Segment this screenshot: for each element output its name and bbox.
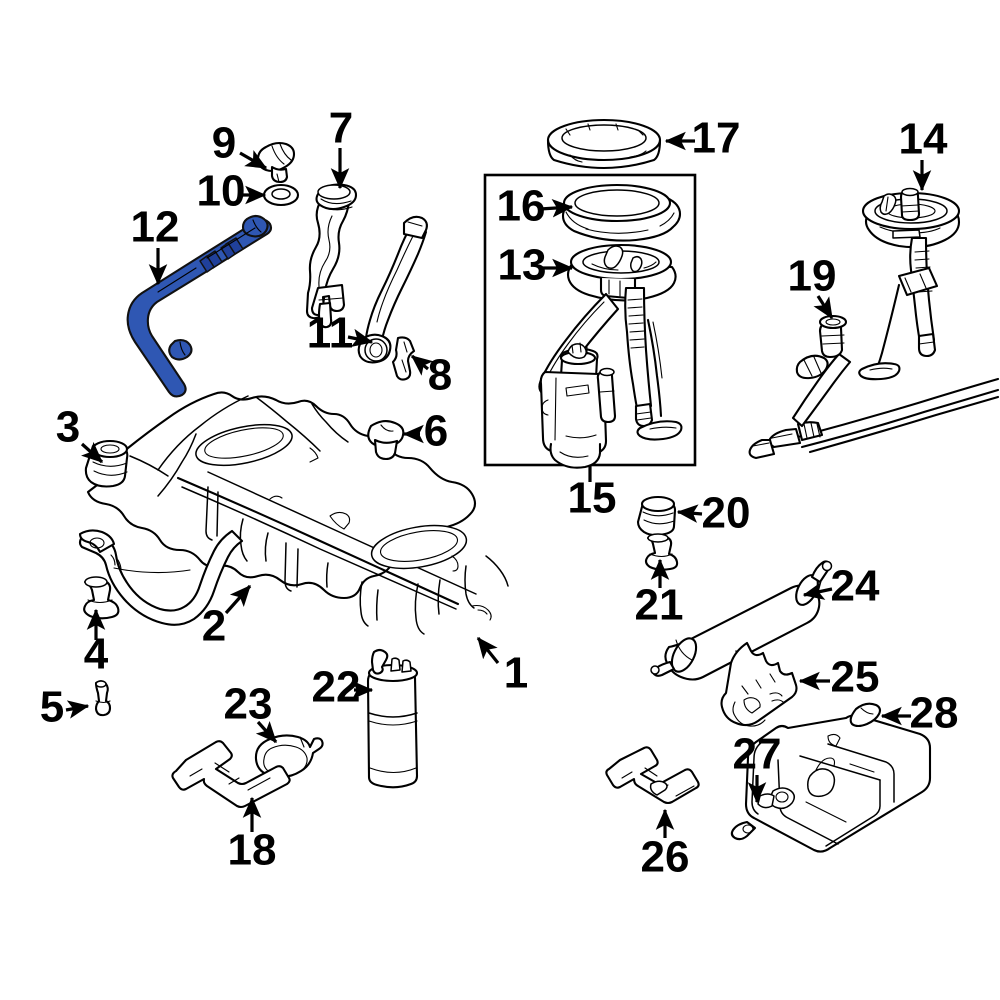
callout-number-14[interactable]: 14 [899,115,948,164]
fuel-filter-bracket [720,641,798,727]
filler-vent-tube [357,215,428,364]
filter-mount-bushing [636,495,677,537]
callout-number-8[interactable]: 8 [428,351,452,400]
fuel-line-connector [748,314,1000,460]
callout-number-7[interactable]: 7 [329,104,353,153]
callout-number-17[interactable]: 17 [692,114,741,163]
heat-shield-bracket [605,746,700,805]
fuel-tank-strap [78,529,244,626]
hose-clip [391,336,416,381]
canister-bracket [171,740,291,809]
callout-number-1[interactable]: 1 [504,649,528,698]
callout-number-11[interactable]: 11 [307,309,354,358]
callout-number-15[interactable]: 15 [568,474,617,523]
callout-numbers: 1234567891011121314151617181920212223242… [40,104,959,882]
callout-number-3[interactable]: 3 [56,403,80,452]
fuel-filler-vent-hose [126,214,273,398]
callout-number-22[interactable]: 22 [312,663,361,712]
callout-number-13[interactable]: 13 [498,241,547,290]
callout-number-19[interactable]: 19 [788,252,837,301]
tank-mount-bushing-upper [84,439,129,488]
vapor-canister [366,648,419,789]
callout-number-23[interactable]: 23 [224,680,273,729]
fuel-filler-cap [256,141,296,184]
callout-number-27[interactable]: 27 [733,730,782,779]
callout-number-12[interactable]: 12 [131,203,180,252]
leader-lines [65,131,932,838]
callout-number-4[interactable]: 4 [84,630,109,679]
fuel-pump-lock-ring [546,118,662,169]
fuel-pump-sender-assembly [538,243,683,469]
callout-number-6[interactable]: 6 [424,407,448,456]
callout-number-18[interactable]: 18 [228,826,277,875]
filler-cap-seal-ring [262,183,300,207]
callout-number-9[interactable]: 9 [212,119,236,168]
tank-drain-plug [367,420,405,461]
callout-number-28[interactable]: 28 [910,689,959,738]
tank-mount-bushing-lower [83,576,120,620]
fuel-pump-seal-ring [561,183,682,242]
callout-number-2[interactable]: 2 [202,602,226,651]
callout-number-5[interactable]: 5 [40,683,64,732]
callout-number-20[interactable]: 20 [702,489,751,538]
callout-number-26[interactable]: 26 [641,833,690,882]
fuel-filler-neck [305,183,358,329]
heat-shield-clip [849,702,882,728]
retaining-pin [94,680,112,717]
callout-number-10[interactable]: 10 [197,167,246,216]
fuel-level-sending-unit [858,187,961,381]
callout-number-21[interactable]: 21 [635,581,684,630]
canister-clamp [254,734,324,779]
callout-number-25[interactable]: 25 [831,653,880,702]
callout-number-16[interactable]: 16 [497,182,546,231]
callout-number-24[interactable]: 24 [831,562,880,611]
